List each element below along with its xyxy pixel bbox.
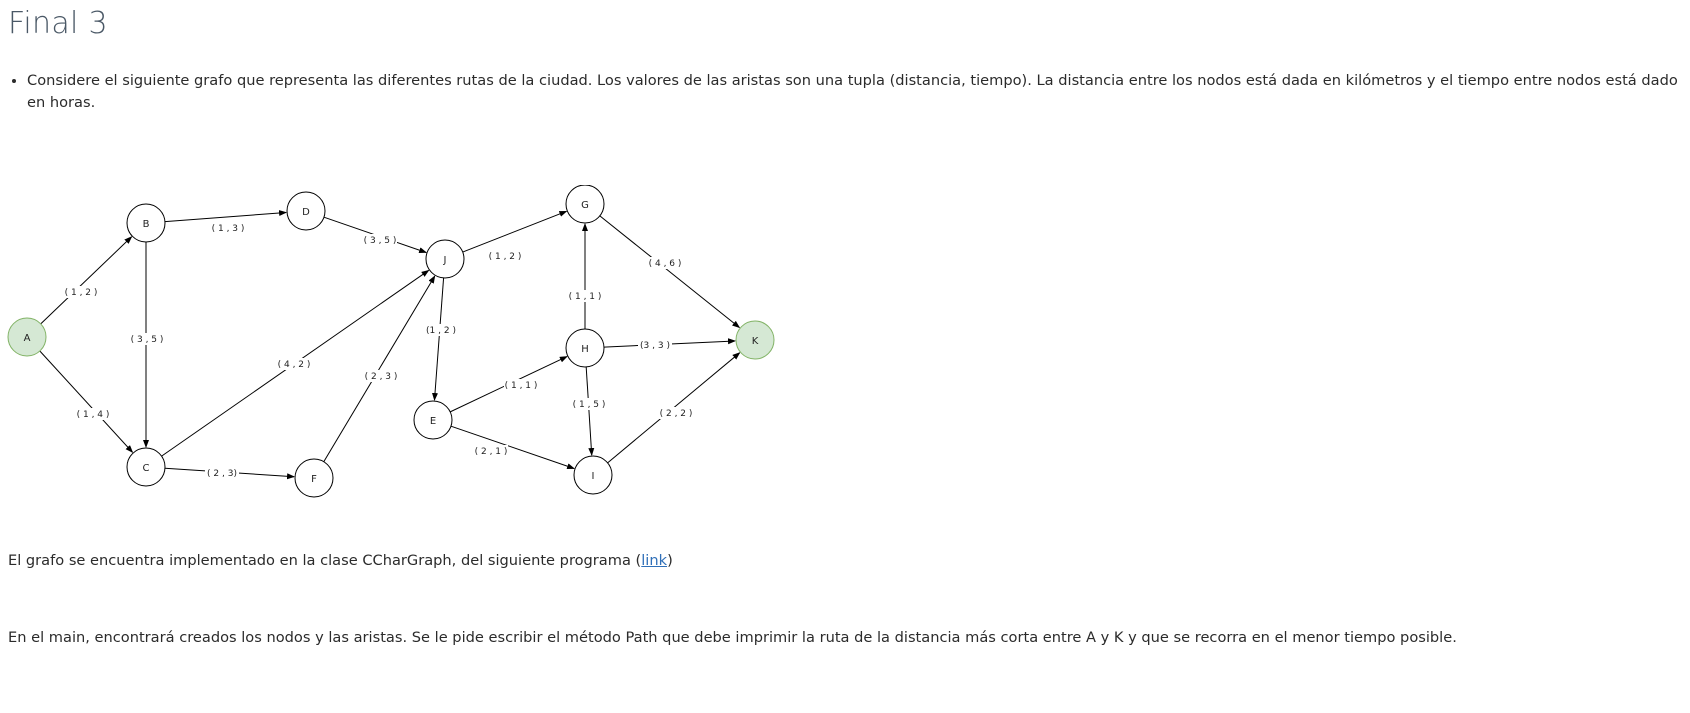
edge-label-a-b: ( 1 , 2 ) <box>65 288 98 298</box>
edge-label-f-j: ( 2 , 3 ) <box>365 372 398 382</box>
node-label-a: A <box>24 333 31 344</box>
node-j <box>425 239 465 279</box>
edge-label-bg <box>648 257 682 269</box>
edge-g-k <box>599 215 741 329</box>
edge-label-e-h: ( 1 , 1 ) <box>505 381 538 391</box>
intro-bullet: Considere el siguiente grafo que represe… <box>27 70 1690 114</box>
edge-label-h-k: (3 , 3 ) <box>640 341 670 351</box>
node-label-k: K <box>752 336 759 347</box>
node-label-h: H <box>581 344 589 355</box>
edge-label-j-e: (1 , 2 ) <box>426 326 456 336</box>
edge-label-bg <box>130 333 164 345</box>
node-label-f: F <box>311 474 317 485</box>
edge-label-c-j: ( 4 , 2 ) <box>278 360 311 370</box>
edge-label-bg <box>474 445 508 457</box>
edge-label-j-g: ( 1 , 2 ) <box>489 252 522 262</box>
task-paragraph: En el main, encontrará creados los nodos… <box>8 629 1457 646</box>
edge-label-h-i: ( 1 , 5 ) <box>573 400 606 410</box>
edge-label-c-f: ( 2 , 3) <box>207 469 237 479</box>
edge-j-e <box>432 277 445 402</box>
edge-label-bg <box>363 234 397 246</box>
node-a <box>7 317 47 357</box>
node-i <box>573 455 613 495</box>
edge-label-e-i: ( 2 , 1 ) <box>475 447 508 457</box>
edge-label-d-j: ( 3 , 5 ) <box>364 236 397 246</box>
node-label-i: I <box>592 471 595 482</box>
program-link[interactable]: link <box>641 552 668 569</box>
edge-label-bg <box>211 222 245 234</box>
edge-h-i <box>585 366 595 457</box>
edge-label-bg <box>205 467 239 479</box>
edge-j-g <box>462 210 568 253</box>
edge-e-i <box>450 425 576 470</box>
edge-b-d <box>164 210 288 223</box>
edge-label-i-k: ( 2 , 2 ) <box>660 409 693 419</box>
node-label-j: J <box>443 255 447 266</box>
page-title: Final 3 <box>8 6 108 41</box>
edge-label-g-k: ( 4 , 6 ) <box>649 259 682 269</box>
node-label-e: E <box>430 416 436 427</box>
node-f <box>294 458 334 498</box>
edge-label-bg <box>424 324 458 336</box>
edge-label-bg <box>488 250 522 262</box>
edge-label-bg <box>572 398 606 410</box>
edge-f-j <box>323 275 436 462</box>
edge-label-bg <box>76 408 110 420</box>
edge-label-bg <box>364 370 398 382</box>
edge-label-b-c: ( 3 , 5 ) <box>131 335 164 345</box>
edge-label-b-d: ( 1 , 3 ) <box>212 224 245 234</box>
node-label-d: D <box>302 207 310 218</box>
node-c <box>126 447 166 487</box>
program-text-end: ) <box>667 552 673 569</box>
node-label-c: C <box>143 463 150 474</box>
edge-label-bg <box>659 407 693 419</box>
edge-label-bg <box>277 358 311 370</box>
edge-label-a-c: ( 1 , 4 ) <box>77 410 110 420</box>
node-h <box>565 328 605 368</box>
program-text: El grafo se encuentra implementado en la… <box>8 552 642 569</box>
edge-label-bg <box>638 339 672 351</box>
edge-a-c <box>39 350 134 453</box>
edge-label-bg <box>504 379 538 391</box>
graph-diagram: ( 1 , 2 ) ( 1 , 4 ) ( 1 , 3 ) ( 3 , 5 ) ( 3 … <box>7 185 775 498</box>
edge-label-bg <box>568 290 602 302</box>
node-e <box>413 400 453 440</box>
node-label-g: G <box>581 200 589 211</box>
node-b <box>126 203 166 243</box>
node-k <box>735 320 775 360</box>
edge-label-h-g: ( 1 , 1 ) <box>569 292 602 302</box>
node-d <box>286 191 326 231</box>
node-label-b: B <box>143 219 150 230</box>
node-g <box>565 185 605 224</box>
program-paragraph: El grafo se encuentra implementado en la… <box>8 550 673 572</box>
edge-label-bg <box>64 286 98 298</box>
edge-a-b <box>40 236 133 325</box>
intro-list: Considere el siguiente grafo que represe… <box>8 70 1690 114</box>
